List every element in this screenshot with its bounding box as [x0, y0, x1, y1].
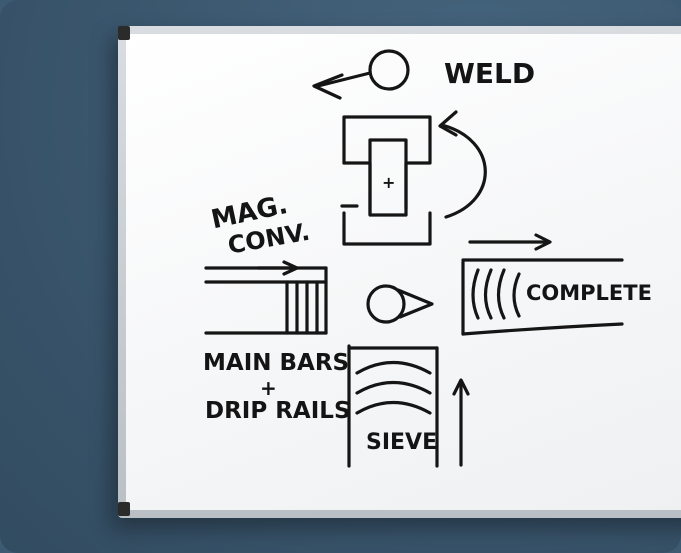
join-plus-label: + [260, 376, 277, 400]
up-arrow [452, 378, 470, 467]
weld-electrode-sketch [312, 49, 410, 100]
sieve-label: SIEVE [366, 430, 438, 455]
frame-corner-top-left [118, 26, 130, 40]
frame-corner-bottom-left [118, 502, 130, 516]
weld-press-sketch [340, 115, 432, 246]
weld-electrode-block [368, 138, 408, 217]
weld-return-arrow [438, 110, 487, 219]
whiteboard-surface [126, 34, 681, 510]
complete-label: COMPLETE [526, 281, 652, 305]
drip-rails-label: DRIP RAILS [205, 398, 351, 424]
sieve-sketch [347, 344, 439, 468]
main-bars-label: MAIN BARS [203, 350, 350, 376]
mag-conveyor-sketch [204, 260, 328, 335]
central-roller-sketch [366, 284, 434, 324]
weld-label: WELD [444, 57, 536, 90]
plus-label: + [382, 173, 396, 192]
complete-output-sketch [461, 233, 624, 336]
